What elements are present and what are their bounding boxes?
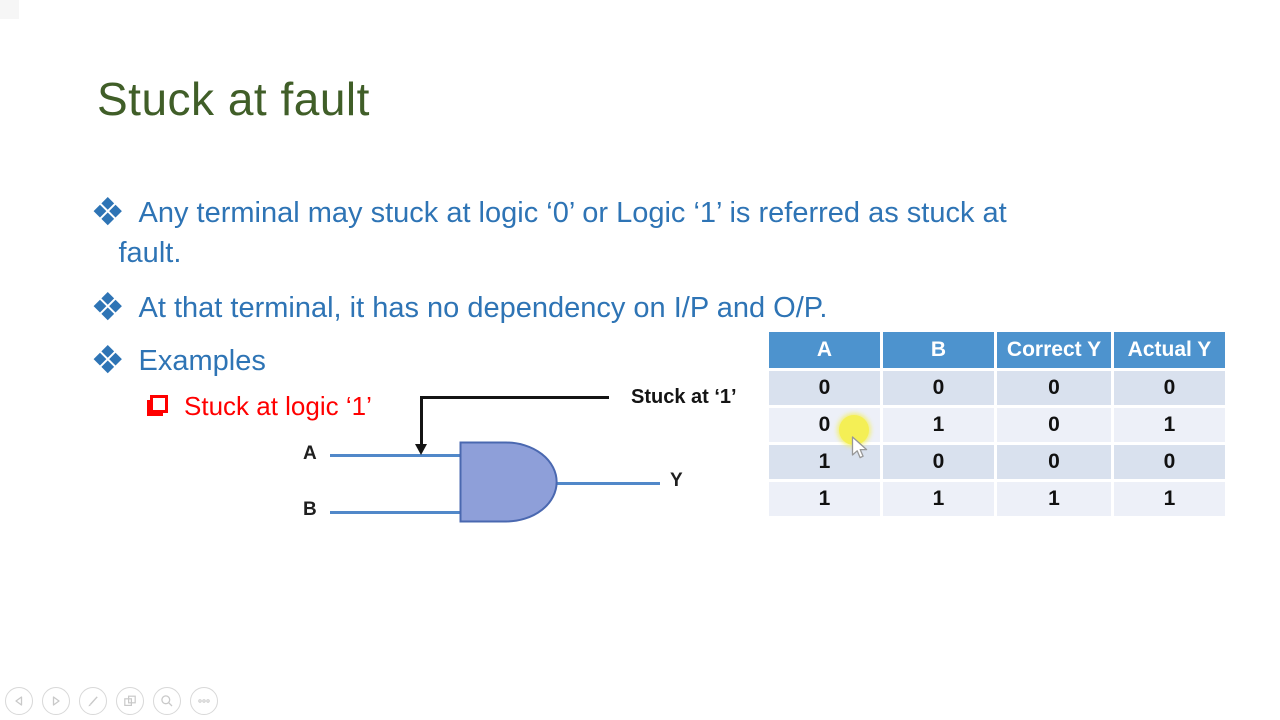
diamond-bullet-icon <box>93 344 122 373</box>
table-cell: 1 <box>883 482 994 516</box>
fault-annotation: Stuck at ‘1’ <box>631 386 737 408</box>
table-header-row: A B Correct Y Actual Y <box>769 332 1225 368</box>
input-a-wire <box>330 454 461 457</box>
corner-artifact <box>0 0 19 19</box>
slides-grid-icon <box>124 695 136 707</box>
table-cell: 1 <box>883 408 994 442</box>
truth-table: A B Correct Y Actual Y 0 0 0 0 0 1 0 1 1… <box>766 329 1228 519</box>
zoom-slide-button[interactable] <box>153 687 181 715</box>
slide-title: Stuck at fault <box>97 73 370 125</box>
bullet-item-dependency: At that terminal, it has no dependency o… <box>93 288 828 328</box>
table-cell: 0 <box>883 371 994 405</box>
table-cell: 0 <box>997 445 1111 479</box>
table-row: 1 1 1 1 <box>769 482 1225 516</box>
bullet-line: fault. <box>118 237 182 269</box>
input-b-label: B <box>303 499 317 520</box>
table-header-correct-y: Correct Y <box>997 332 1111 368</box>
diamond-bullet-icon <box>93 291 122 320</box>
mouse-cursor-icon <box>851 436 868 459</box>
pen-tools-button[interactable] <box>79 687 107 715</box>
table-row: 0 0 0 0 <box>769 371 1225 405</box>
input-b-wire <box>330 511 461 514</box>
triangle-right-icon <box>52 696 60 706</box>
sub-bullet-label: Stuck at logic ‘1’ <box>184 391 372 421</box>
previous-slide-button[interactable] <box>5 687 33 715</box>
table-header-b: B <box>883 332 994 368</box>
see-all-slides-button[interactable] <box>116 687 144 715</box>
square-checkbox-icon <box>150 395 168 413</box>
table-header-actual-y: Actual Y <box>1114 332 1225 368</box>
output-y-label: Y <box>670 470 683 491</box>
bullet-line: Any terminal may stuck at logic ‘0’ or L… <box>138 197 1007 229</box>
input-a-label: A <box>303 443 317 464</box>
table-cell: 1 <box>769 445 880 479</box>
fault-pointer-line-horizontal <box>420 396 609 399</box>
table-row: 0 1 0 1 <box>769 408 1225 442</box>
bullet-text: Examples <box>138 345 266 377</box>
table-cell: 0 <box>997 408 1111 442</box>
pen-icon <box>88 696 98 707</box>
diamond-bullet-icon <box>93 196 122 225</box>
table-cell: 0 <box>769 371 880 405</box>
more-options-button[interactable] <box>190 687 218 715</box>
table-cell: 1 <box>997 482 1111 516</box>
table-header-a: A <box>769 332 880 368</box>
magnifier-icon <box>161 695 173 707</box>
fault-pointer-line-vertical <box>420 396 423 445</box>
triangle-left-icon <box>15 696 23 706</box>
bullet-item-definition: Any terminal may stuck at logic ‘0’ or L… <box>93 193 1007 273</box>
table-cell: 1 <box>769 482 880 516</box>
ellipsis-icon <box>198 699 210 703</box>
table-cell: 1 <box>1114 408 1225 442</box>
presenter-toolbar <box>5 687 218 715</box>
bullet-text: At that terminal, it has no dependency o… <box>138 292 828 324</box>
output-y-wire <box>554 482 660 485</box>
bullet-text: Any terminal may stuck at logic ‘0’ or L… <box>119 193 1007 273</box>
fault-arrowhead-icon <box>415 444 427 455</box>
sub-bullet-stuck-at-1: Stuck at logic ‘1’ <box>146 389 372 423</box>
table-cell: 0 <box>883 445 994 479</box>
and-gate-icon <box>459 441 558 523</box>
table-row: 1 0 0 0 <box>769 445 1225 479</box>
bullet-item-examples: Examples <box>93 341 266 381</box>
table-cell: 0 <box>997 371 1111 405</box>
table-cell: 0 <box>1114 371 1225 405</box>
table-cell: 0 <box>1114 445 1225 479</box>
table-cell: 1 <box>1114 482 1225 516</box>
next-slide-button[interactable] <box>42 687 70 715</box>
